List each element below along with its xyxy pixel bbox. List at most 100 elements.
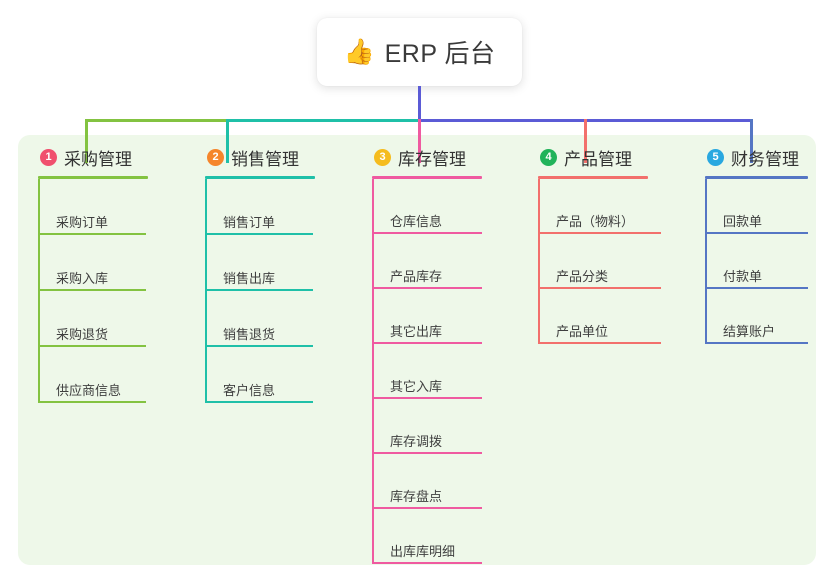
item-underline: [205, 401, 313, 403]
item-underline: [372, 452, 482, 454]
item-spine: [38, 235, 40, 291]
column-产品管理: 4 产品管理产品（物料） 产品分类产品单位: [538, 145, 661, 344]
list-item-label: 产品单位: [556, 323, 609, 339]
item-underline: [372, 562, 482, 564]
column-underline: [538, 176, 648, 179]
list-item[interactable]: 其它入库: [372, 344, 482, 399]
drop-col-1: [85, 119, 88, 163]
drop-col-5: [750, 119, 753, 163]
list-item-label: 采购入库: [56, 270, 109, 286]
item-underline: [38, 401, 146, 403]
item-spine: [205, 291, 207, 347]
root-node-card[interactable]: 👍 ERP 后台: [317, 18, 522, 86]
item-underline: [372, 507, 482, 509]
list-item-label: 供应商信息: [56, 382, 122, 398]
column-underline: [372, 176, 482, 179]
list-item[interactable]: 产品库存: [372, 234, 482, 289]
list-item[interactable]: 付款单: [705, 234, 808, 289]
list-item[interactable]: 仓库信息: [372, 179, 482, 234]
bus-green: [85, 119, 226, 122]
list-item-label: 库存调拨: [390, 433, 443, 449]
item-spine: [38, 347, 40, 403]
item-underline: [705, 287, 808, 289]
item-spine: [538, 234, 540, 289]
item-spine: [205, 347, 207, 403]
list-item-label: 采购退货: [56, 326, 109, 342]
list-item-label: 其它入库: [390, 378, 443, 394]
list-item-label: 销售退货: [223, 326, 276, 342]
list-item[interactable]: 库存调拨: [372, 399, 482, 454]
item-spine: [538, 289, 540, 344]
item-spine: [372, 454, 374, 509]
column-number-badge: 4: [540, 148, 557, 166]
item-underline: [205, 345, 313, 347]
column-underline: [705, 176, 808, 179]
item-underline: [38, 345, 146, 347]
item-underline: [205, 233, 313, 235]
list-item[interactable]: 客户信息: [205, 347, 313, 403]
item-underline: [538, 232, 661, 234]
list-item[interactable]: 产品分类: [538, 234, 661, 289]
list-item[interactable]: 回款单: [705, 179, 808, 234]
item-spine: [538, 179, 540, 234]
item-underline: [372, 287, 482, 289]
diagram-panel-background: [18, 135, 816, 565]
column-header-4[interactable]: 4 产品管理: [538, 145, 661, 169]
list-item[interactable]: 采购退货: [38, 291, 146, 347]
bus-teal: [226, 119, 418, 122]
list-item[interactable]: 销售退货: [205, 291, 313, 347]
item-underline: [372, 397, 482, 399]
column-title: 产品管理: [564, 149, 632, 169]
column-underline: [38, 176, 148, 179]
item-spine: [705, 179, 707, 234]
item-spine: [38, 179, 40, 235]
item-spine: [372, 344, 374, 399]
item-spine: [205, 179, 207, 235]
list-item-label: 产品（物料）: [556, 213, 635, 229]
column-items: 回款单付款单结算账户: [705, 179, 808, 344]
item-spine: [372, 509, 374, 564]
list-item-label: 出库库明细: [390, 543, 456, 559]
list-item-label: 销售订单: [223, 214, 276, 230]
item-underline: [372, 232, 482, 234]
list-item[interactable]: 销售出库: [205, 235, 313, 291]
list-item[interactable]: 产品（物料）: [538, 179, 661, 234]
column-items: 销售订单销售出库销售退货客户信息: [205, 179, 315, 403]
list-item-label: 销售出库: [223, 270, 276, 286]
item-underline: [205, 289, 313, 291]
column-title: 销售管理: [231, 149, 299, 169]
column-items: 仓库信息产品库存其它出库其它入库库存调拨库存盘点出库库明细: [372, 179, 482, 564]
list-item[interactable]: 结算账户: [705, 289, 808, 344]
list-item-label: 结算账户: [723, 323, 776, 339]
list-item[interactable]: 库存盘点: [372, 454, 482, 509]
list-item[interactable]: 其它出库: [372, 289, 482, 344]
list-item[interactable]: 销售订单: [205, 179, 313, 235]
list-item[interactable]: 供应商信息: [38, 347, 146, 403]
column-title: 采购管理: [64, 149, 132, 169]
column-underline: [205, 176, 315, 179]
item-spine: [372, 234, 374, 289]
list-item-label: 产品分类: [556, 268, 609, 284]
column-items: 采购订单采购入库采购退货供应商信息: [38, 179, 148, 403]
item-spine: [705, 234, 707, 289]
list-item[interactable]: 产品单位: [538, 289, 661, 344]
item-underline: [705, 342, 808, 344]
list-item[interactable]: 采购订单: [38, 179, 146, 235]
list-item-label: 仓库信息: [390, 213, 443, 229]
item-underline: [38, 289, 146, 291]
list-item[interactable]: 出库库明细: [372, 509, 482, 564]
item-underline: [705, 232, 808, 234]
item-spine: [705, 289, 707, 344]
list-item-label: 其它出库: [390, 323, 443, 339]
list-item[interactable]: 采购入库: [38, 235, 146, 291]
list-item-label: 采购订单: [56, 214, 109, 230]
item-spine: [205, 235, 207, 291]
column-number-badge: 3: [374, 148, 391, 166]
